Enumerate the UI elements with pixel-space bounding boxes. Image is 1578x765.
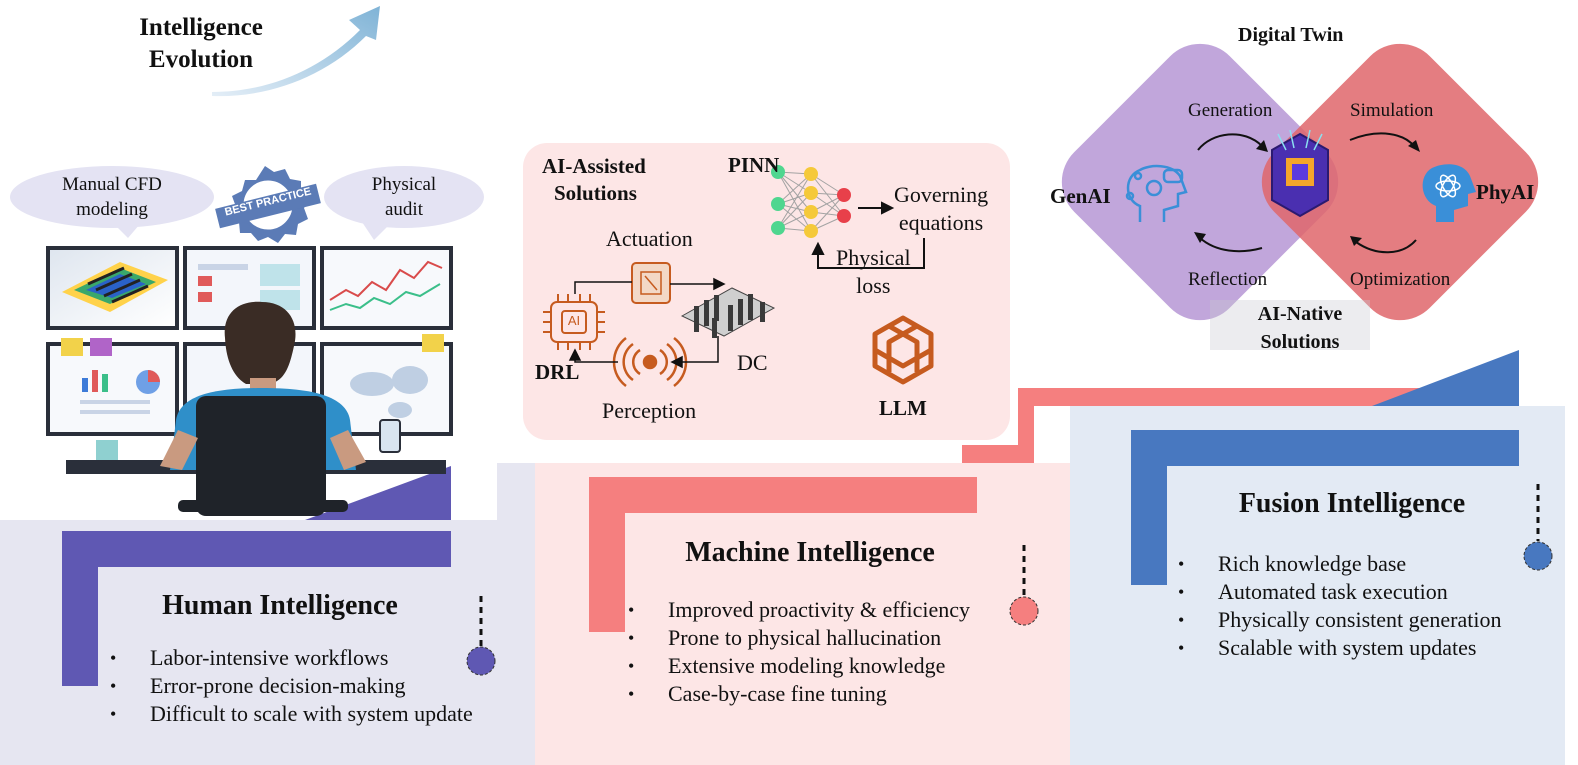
machine-bullet: Improved proactivity & efficiency [628,596,970,624]
digital-twin-diagram [1061,43,1539,350]
ai-chip-icon [543,294,605,350]
machine-bullet: Prone to physical hallucination [628,624,970,652]
human-workstation-illustration [46,222,453,516]
phyai-label: PhyAI [1476,180,1535,204]
sensor-signal-icon [612,337,688,387]
genai-head-icon [1125,164,1188,222]
simulation-label: Simulation [1350,100,1434,121]
actuation-label: Actuation [606,226,693,251]
ai-native-line2: Solutions [1260,331,1340,353]
fusion-stair [1131,350,1519,585]
human-bullet: Labor-intensive workflows [110,644,473,672]
human-panel-step [497,463,535,523]
physical-loss-line2: loss [856,273,891,298]
reflection-label: Reflection [1188,269,1268,290]
fusion-bullet: Physically consistent generation [1178,606,1502,634]
machine-bullets: Improved proactivity & efficiency Prone … [628,596,970,708]
drl-loop-arrows [568,277,726,369]
ai-native-line1: AI-Native [1257,303,1343,325]
human-bullet: Difficult to scale with system update [110,700,473,728]
data-center-racks-icon [680,287,776,338]
ai-chip-text: AI [567,313,581,328]
ai-assisted-line2: Solutions [554,181,637,205]
phyai-head-icon [1422,164,1476,222]
physical-loss-label: Physical loss [836,244,911,300]
dc-label: DC [737,350,768,375]
llm-label: LLM [879,396,927,420]
human-title: Human Intelligence [162,590,398,621]
pinn-arrows [811,201,925,269]
evolution-title-line2: Evolution [148,46,254,73]
machine-pin [1009,545,1039,626]
actuator-chip-icon [631,262,671,304]
fusion-bullet: Scalable with system updates [1178,634,1502,662]
pinn-label: PINN [728,153,780,177]
ai-native-title: AI-Native Solutions [1240,300,1360,356]
physical-loss-line1: Physical [836,245,911,270]
fusion-pin [1523,484,1553,571]
physical-audit-line1: Physical [371,174,437,195]
evolution-title: Intelligence Evolution [128,12,274,76]
manual-cfd-line1: Manual CFD [62,174,162,195]
llm-logo [872,315,934,385]
ai-assisted-line1: AI-Assisted [542,154,646,178]
machine-bullet: Extensive modeling knowledge [628,652,970,680]
human-bullet: Error-prone decision-making [110,672,473,700]
perception-label: Perception [602,398,697,423]
governing-line2: equations [898,210,984,235]
fusion-bullet: Automated task execution [1178,578,1502,606]
human-bullets: Labor-intensive workflows Error-prone de… [110,644,473,728]
machine-stair [589,388,1438,632]
fusion-bullets: Rich knowledge base Automated task execu… [1178,550,1502,662]
machine-title: Machine Intelligence [685,537,935,568]
human-pin [466,596,496,676]
digital-twin-title: Digital Twin [1238,24,1344,46]
central-ai-chip-icon [1271,129,1329,218]
physical-audit-line2: audit [384,199,423,220]
optimization-label: Optimization [1350,269,1451,290]
evolution-title-line1: Intelligence [139,14,263,41]
evolution-arrow [212,6,380,97]
fusion-title: Fusion Intelligence [1238,488,1466,519]
drl-label: DRL [535,360,580,384]
generation-label: Generation [1188,100,1273,121]
manual-cfd-line2: modeling [76,199,148,220]
fusion-bullet: Rich knowledge base [1178,550,1502,578]
best-practice-seal [215,166,321,243]
machine-bullet: Case-by-case fine tuning [628,680,970,708]
physical-audit-bubble: Physical audit [324,166,484,228]
governing-line1: Governing [894,182,989,207]
governing-equations-label: Governing equations [894,181,988,237]
ai-assisted-title: AI-Assisted Solutions [542,153,646,207]
genai-label: GenAI [1050,184,1111,208]
manual-cfd-bubble: Manual CFD modeling [10,166,214,228]
pinn-network [771,165,851,238]
